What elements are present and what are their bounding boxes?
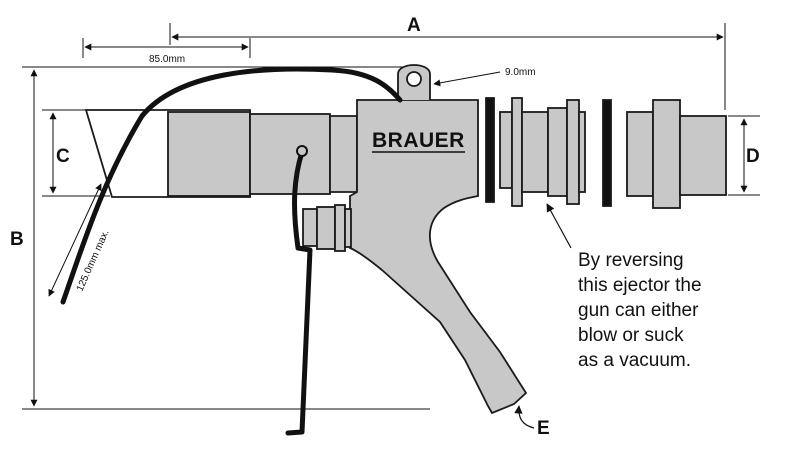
ejector-assembly	[485, 97, 727, 209]
washer-1	[485, 97, 495, 203]
washer-2	[602, 99, 612, 207]
gun-body	[349, 64, 528, 415]
note-line-5: as a vacuum.	[578, 350, 691, 371]
dimension-lines	[22, 23, 760, 410]
barrel	[167, 111, 358, 197]
annotation-leaders	[514, 203, 572, 429]
dimension-85-label: 85.0mm	[149, 54, 185, 65]
dimension-d-label: D	[746, 146, 760, 167]
hose	[60, 66, 403, 436]
note-line-4: blow or suck	[578, 325, 684, 346]
note-line-2: this ejector the	[578, 275, 702, 296]
dimension-e-label: E	[537, 418, 550, 439]
dimension-b-label: B	[10, 229, 24, 250]
dimension-9-label: 9.0mm	[505, 67, 536, 78]
dimension-9-leader	[433, 71, 501, 87]
note-leader	[546, 203, 572, 249]
reversing-note: By reversing this ejector the gun can ei…	[578, 250, 702, 371]
trigger-valve	[302, 204, 352, 252]
e-arrow	[514, 405, 535, 429]
brand-label: BRAUER	[372, 129, 465, 152]
hose-connector	[296, 145, 308, 157]
dimension-125-label: 125.0mm max.	[75, 228, 112, 293]
note-line-3: gun can either	[578, 300, 699, 321]
note-line-1: By reversing	[578, 250, 684, 271]
dimension-a-label: A	[407, 15, 421, 36]
dimension-c-label: C	[56, 146, 70, 167]
dimension-125-line	[48, 183, 102, 297]
